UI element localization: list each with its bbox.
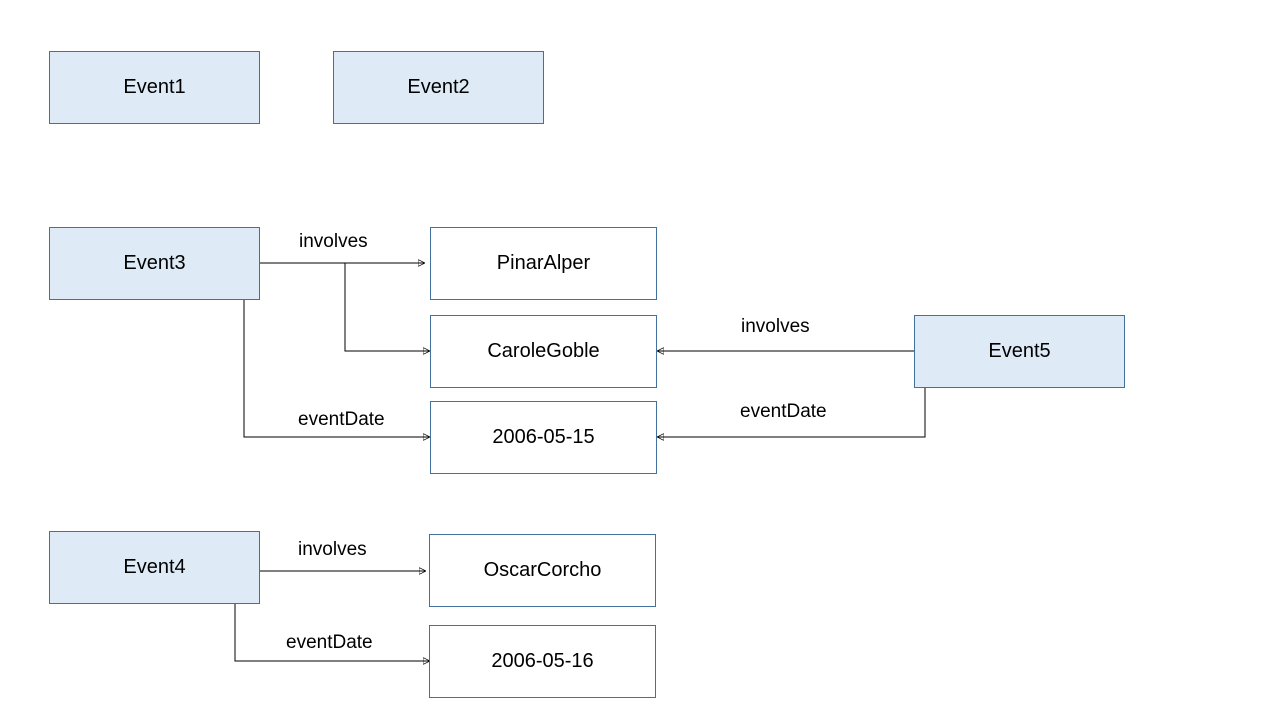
node-event4: Event4 [49, 531, 260, 604]
label-event3-involves: involves [299, 231, 368, 252]
node-carolegoble: CaroleGoble [430, 315, 657, 388]
node-date-2006-05-15: 2006-05-15 [430, 401, 657, 474]
node-date-2006-05-16: 2006-05-16 [429, 625, 656, 698]
node-event2: Event2 [333, 51, 544, 124]
label-event5-involves: involves [741, 316, 810, 337]
label-event5-eventdate: eventDate [740, 401, 827, 422]
edge-event3-date [243, 299, 430, 437]
edge-event4-date [234, 603, 430, 661]
node-event5: Event5 [914, 315, 1125, 388]
label-event4-involves: involves [298, 539, 367, 560]
edge-event5-date [657, 387, 926, 437]
node-pinaralper: PinarAlper [430, 227, 657, 300]
label-event3-eventdate: eventDate [298, 409, 385, 430]
edge-event3-carolegoble [344, 263, 430, 351]
node-oscarcorcho: OscarCorcho [429, 534, 656, 607]
label-event4-eventdate: eventDate [286, 632, 373, 653]
node-event3: Event3 [49, 227, 260, 300]
node-event1: Event1 [49, 51, 260, 124]
